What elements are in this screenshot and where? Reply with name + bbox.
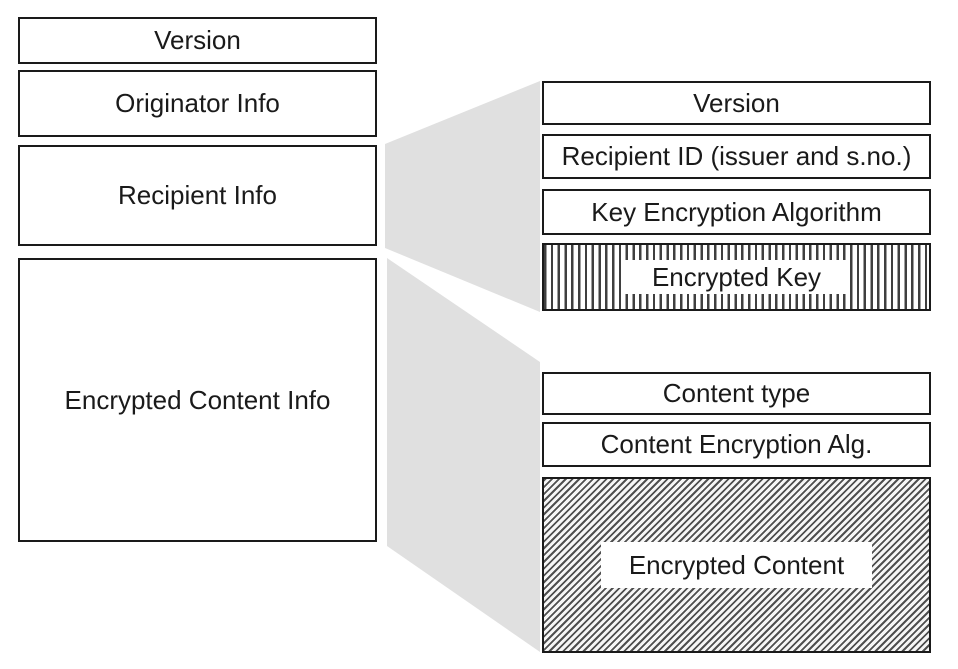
detail-box-key-encryption-algorithm: Key Encryption Algorithm [542, 189, 931, 235]
detail-box-recipient-id-label: Recipient ID (issuer and s.no.) [561, 141, 912, 172]
detail-box-content-type-label: Content type [662, 378, 811, 409]
detail-box-recipient-id: Recipient ID (issuer and s.no.) [542, 134, 931, 179]
box-originator-info-label: Originator Info [115, 88, 280, 119]
box-recipient-info-label: Recipient Info [118, 180, 277, 211]
box-recipient-info: Recipient Info [18, 145, 377, 246]
detail-box-content-type: Content type [542, 372, 931, 415]
box-version: Version [18, 17, 377, 64]
detail-box-version-label: Version [693, 87, 780, 118]
detail-box-content-encryption-alg: Content Encryption Alg. [542, 422, 931, 467]
detail-box-encrypted-content-label: Encrypted Content [600, 541, 873, 589]
box-encrypted-content-info: Encrypted Content Info [18, 258, 377, 542]
box-version-label: Version [154, 25, 241, 56]
detail-box-encrypted-key-label: Encrypted Key [623, 259, 850, 295]
box-originator-info: Originator Info [18, 70, 377, 137]
box-encrypted-content-info-label: Encrypted Content Info [64, 384, 331, 415]
detail-box-encrypted-content: Encrypted Content [542, 477, 931, 653]
detail-box-encrypted-key: Encrypted Key [542, 243, 931, 311]
connector-recipient-info [385, 81, 540, 312]
detail-box-version: Version [542, 81, 931, 125]
detail-box-content-encryption-alg-label: Content Encryption Alg. [600, 429, 873, 460]
detail-box-key-encryption-algorithm-label: Key Encryption Algorithm [591, 196, 882, 227]
connector-encrypted-content-info [387, 258, 540, 652]
